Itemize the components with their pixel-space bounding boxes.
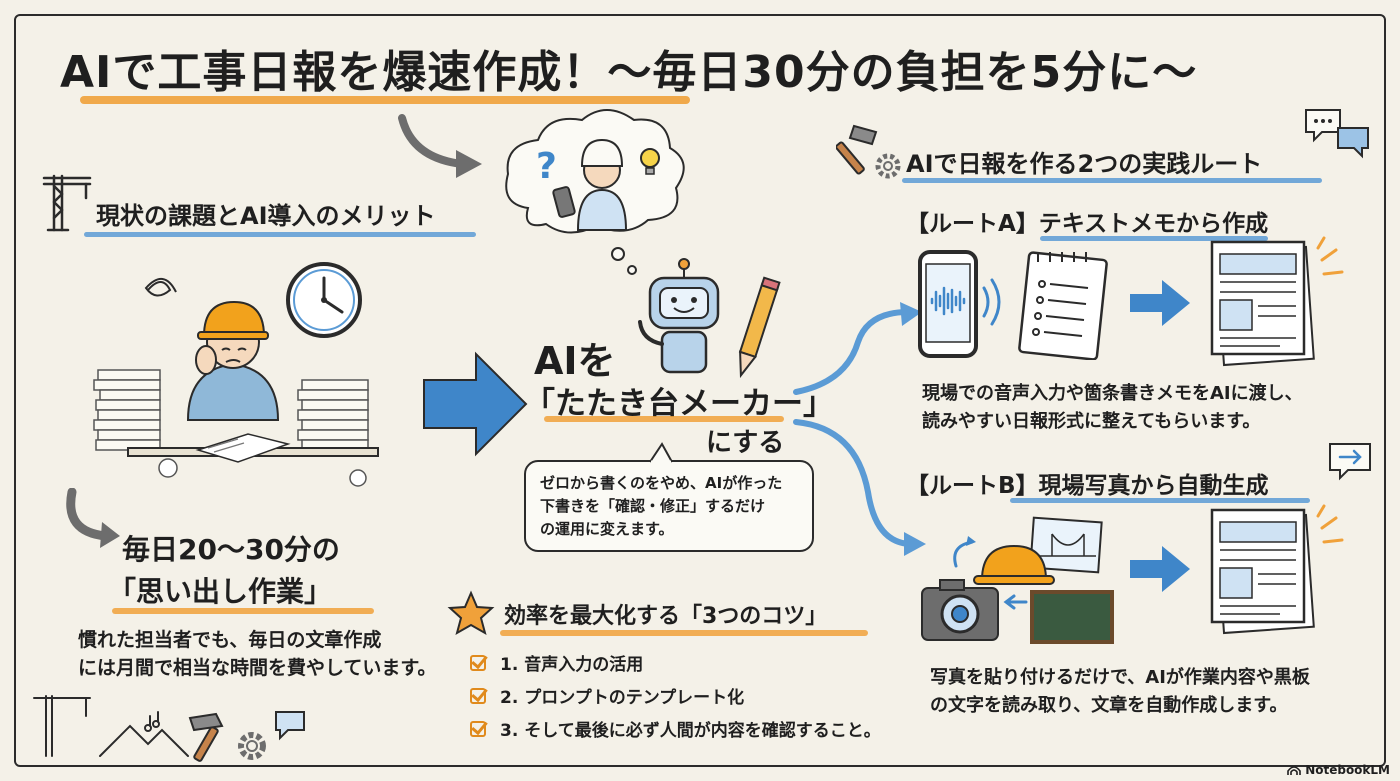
route-branch-arrows <box>793 302 926 556</box>
tips-heading-underline <box>500 630 868 636</box>
route-a-underline <box>1040 236 1268 241</box>
route-a-title: 【ルートA】テキストメモから作成 <box>906 211 1269 237</box>
doodles-bottom-left <box>33 695 189 757</box>
hammer-icon <box>188 712 224 762</box>
blackboard-icon <box>1030 590 1114 644</box>
tip-item: 2. プロンプトのテンプレート化 <box>470 679 881 712</box>
worker-icon <box>93 278 379 487</box>
route-a-desc-line-1: 現場での音声入力や箇条書きメモをAIに渡し、 <box>922 383 1303 404</box>
document-icon <box>1210 236 1344 367</box>
center-main-underline <box>544 416 784 422</box>
bubble-line-3: の運用に変えます。 <box>540 520 674 538</box>
problem-underline <box>112 608 374 614</box>
center-main-line-3: にする <box>706 428 785 458</box>
route-a-arrow-icon <box>1130 280 1190 326</box>
problem-line-1: 毎日20〜30分の <box>122 533 340 566</box>
title-underline <box>80 96 690 104</box>
phone-icon <box>918 250 1001 358</box>
big-arrow-icon <box>423 351 528 457</box>
camera-icon <box>921 579 999 641</box>
helmet-icon <box>973 544 1055 585</box>
thought-arrow-icon <box>398 114 482 178</box>
gear-icon <box>238 732 266 760</box>
checkbox-icon <box>470 720 486 737</box>
problem-line-2: 「思い出し作業」 <box>108 575 333 608</box>
robot-icon <box>638 258 720 374</box>
brand-name: NotebookLM <box>1305 763 1390 777</box>
route-b-illustration <box>921 516 1114 644</box>
route-b-desc-line-1: 写真を貼り付けるだけで、AIが作業内容や黒板 <box>930 667 1310 688</box>
center-main-line-1: AIを <box>534 339 616 383</box>
pencil-icon <box>738 276 781 379</box>
page-title: AIで工事日報を爆速作成！〜毎日30分の負担を5分に〜 <box>60 47 1198 98</box>
left-desc-line-2: には月間で相当な時間を費やしています。 <box>78 657 437 679</box>
left-desc-line-1: 慣れた担当者でも、毎日の文章作成 <box>78 629 382 651</box>
chat-arrow-icon <box>1329 443 1371 481</box>
tip-item: 3. そして最後に必ず人間が内容を確認すること。 <box>470 712 881 745</box>
hammer-gear-icon <box>836 124 901 179</box>
tips-list: 1. 音声入力の活用 2. プロンプトのテンプレート化 3. そして最後に必ず人… <box>470 646 881 745</box>
center-speech-bubble: ゼロから書くのをやめ、AIが作った 下書きを「確認・修正」するだけ の運用に変え… <box>524 460 814 552</box>
bubble-tail <box>649 442 673 464</box>
bubble-line-1: ゼロから書くのをやめ、AIが作った <box>540 474 783 492</box>
right-heading-underline <box>902 178 1322 183</box>
svg-text:?: ? <box>536 146 557 187</box>
chat-bubbles-icon <box>1305 109 1369 159</box>
checkbox-icon <box>470 687 486 704</box>
chat-icon <box>275 711 305 741</box>
left-heading-underline <box>84 232 476 237</box>
route-b-desc-line-2: の文字を読み取り、文章を自動作成します。 <box>930 695 1288 716</box>
right-heading: AIで日報を作る2つの実践ルート <box>906 150 1263 178</box>
brand-logo: NotebookLM <box>1287 763 1390 777</box>
star-icon <box>447 590 495 636</box>
tips-heading: 効率を最大化する「3つのコツ」 <box>504 604 828 629</box>
notebooklm-icon <box>1287 766 1301 775</box>
crane-icon <box>42 174 92 232</box>
left-heading: 現状の課題とAI導入のメリット <box>96 202 436 230</box>
curved-arrow-icon <box>66 488 120 548</box>
route-b-title: 【ルートB】現場写真から自動生成 <box>906 473 1269 499</box>
bubble-line-2: 下書きを「確認・修正」するだけ <box>540 497 766 515</box>
bridge-photo-icon <box>1029 516 1103 574</box>
notepad-icon <box>1018 251 1108 360</box>
route-a-desc-line-2: 読みやすい日報形式に整えてもらいます。 <box>922 411 1261 432</box>
clock-icon <box>286 262 362 338</box>
checkbox-icon <box>470 654 486 671</box>
tip-item: 1. 音声入力の活用 <box>470 646 881 679</box>
route-b-arrow-icon <box>1130 546 1190 592</box>
route-b-underline <box>1010 498 1310 503</box>
document-icon <box>1210 504 1344 635</box>
thought-cloud-icon: ? <box>505 109 685 275</box>
page-frame <box>14 14 1386 767</box>
